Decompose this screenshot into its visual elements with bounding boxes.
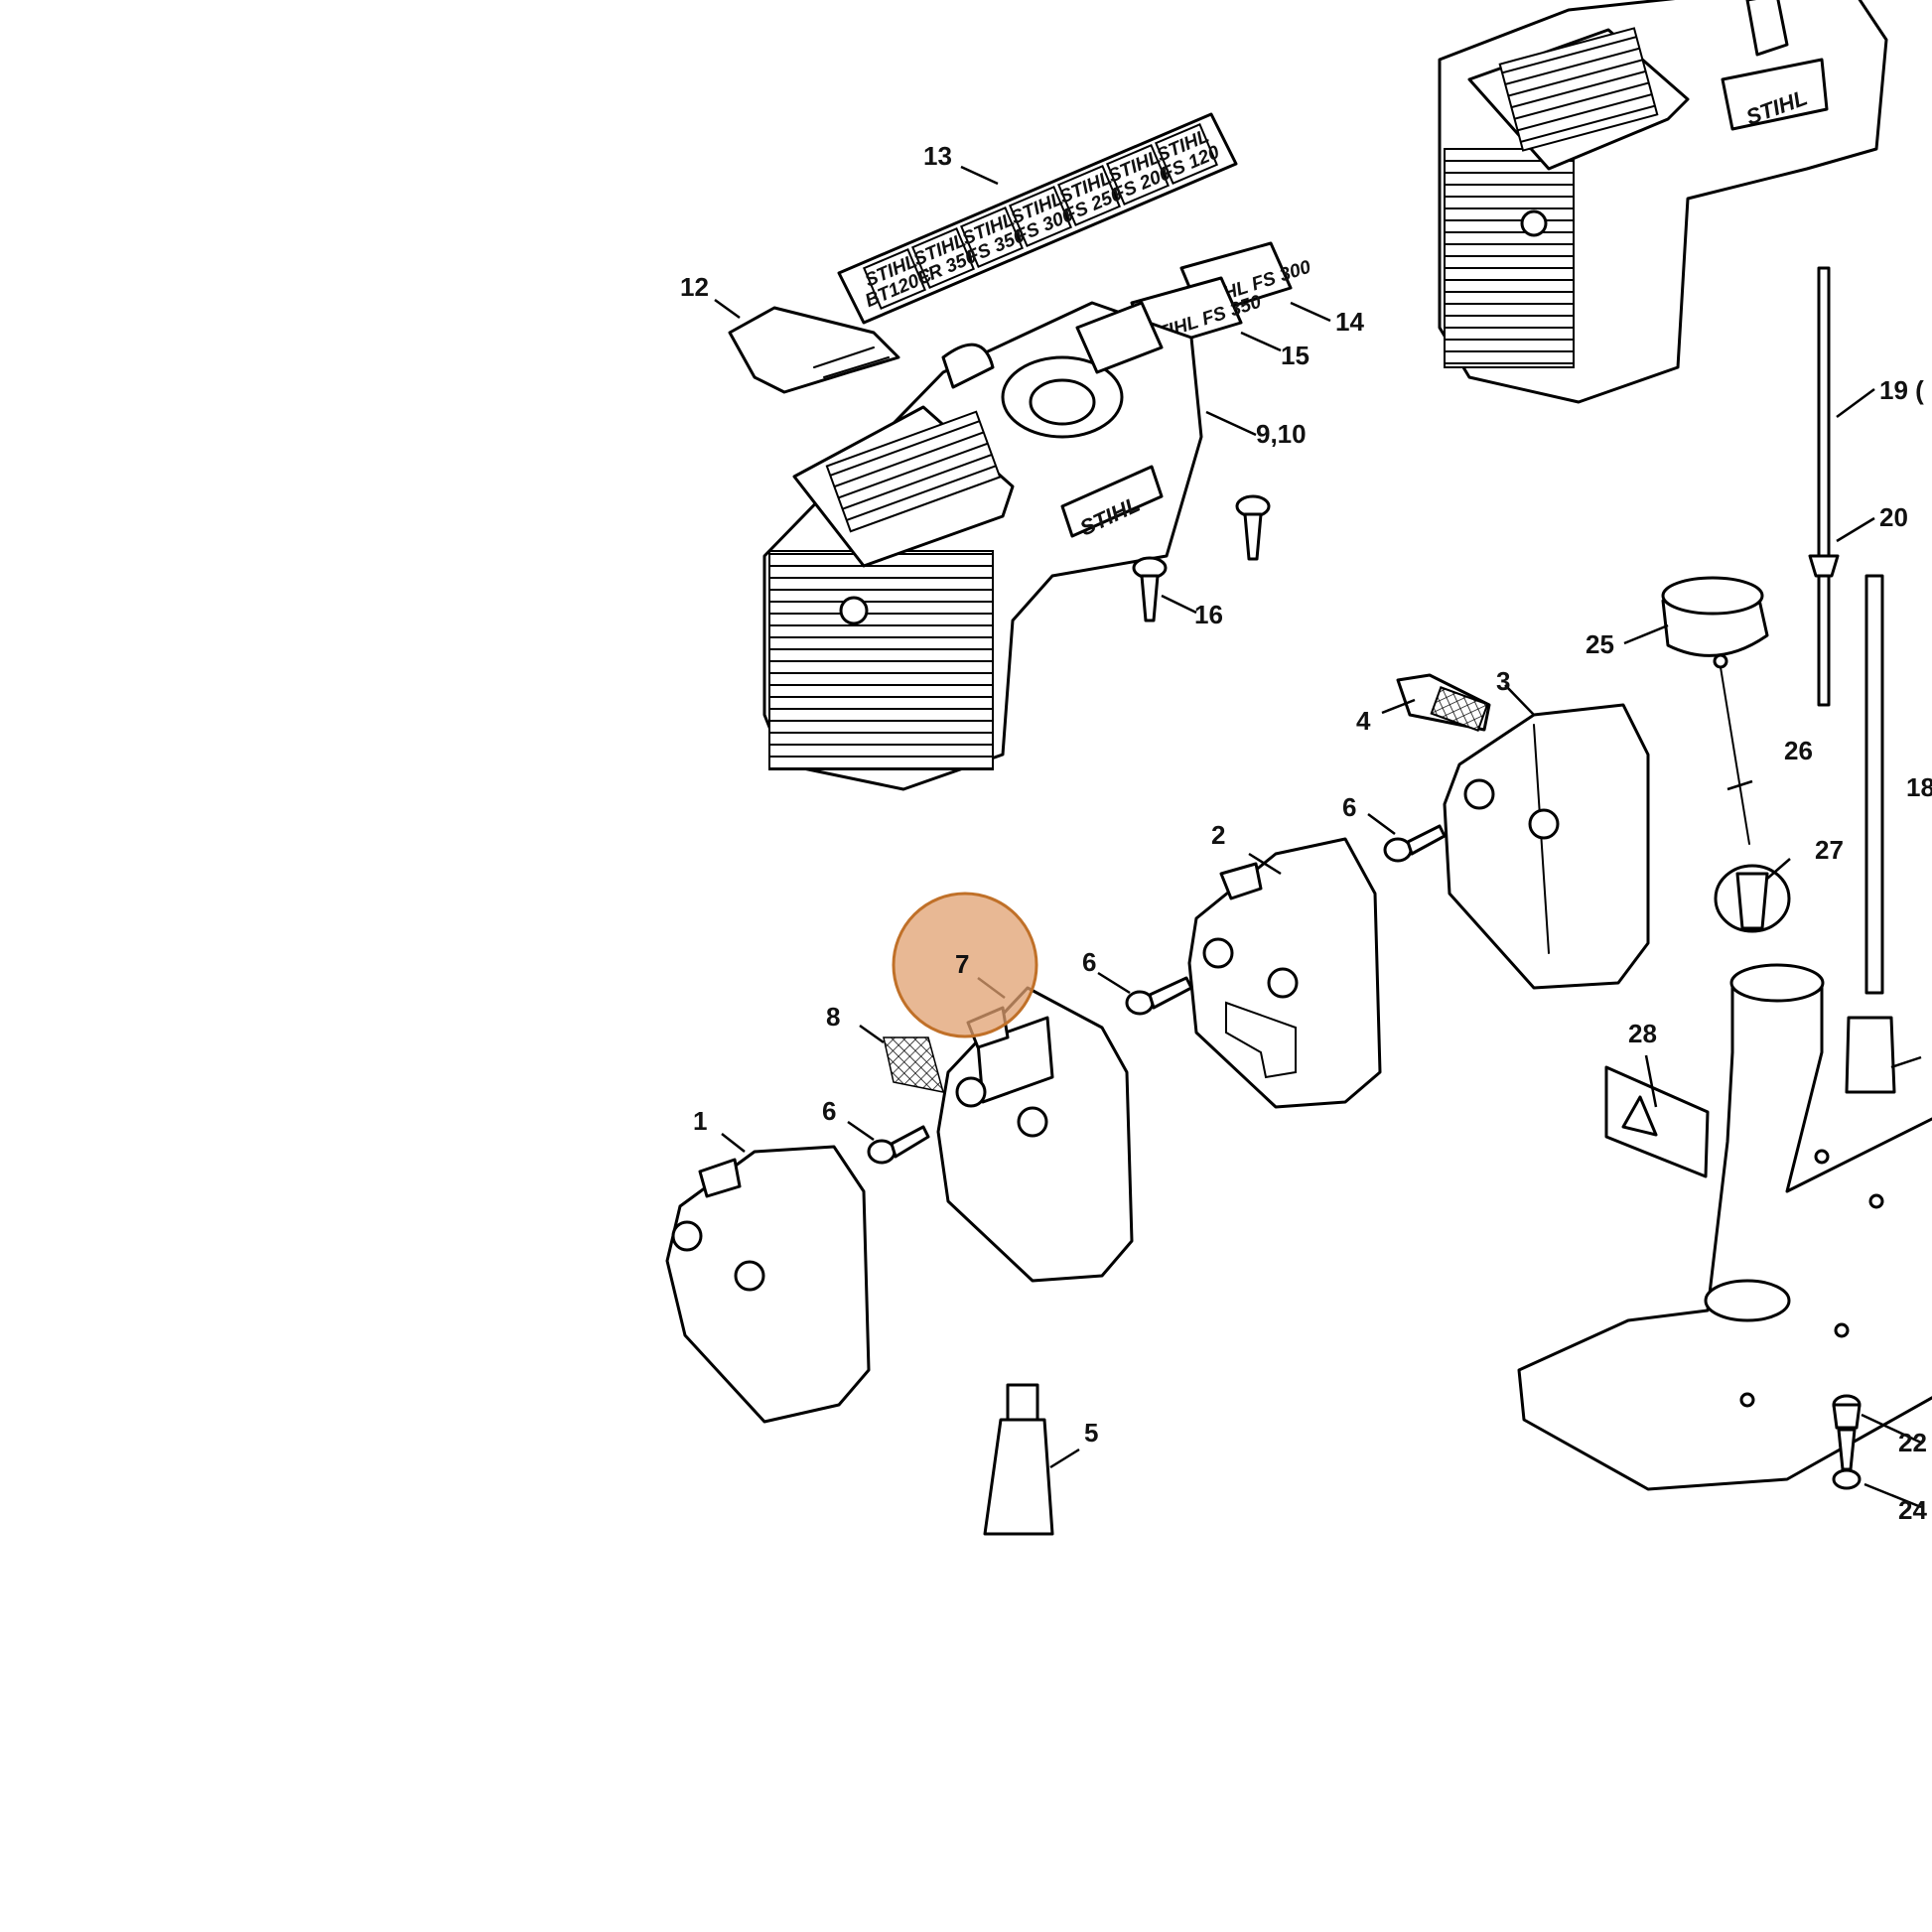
- part-22-bushing: [1832, 1394, 1862, 1430]
- callout-9-10: 9,10: [1256, 419, 1307, 449]
- highlight-circle-7[interactable]: [892, 892, 1038, 1038]
- callout-15: 15: [1281, 341, 1310, 370]
- screw-16a: [1132, 556, 1168, 622]
- part-4-spark-arrestor: [1396, 673, 1491, 732]
- callout-5: 5: [1084, 1418, 1098, 1448]
- callout-12: 12: [680, 272, 709, 302]
- part-2-muffler: [1187, 837, 1382, 1109]
- part-19-tube: [1817, 266, 1831, 707]
- callout-13: 13: [923, 141, 952, 171]
- callout-22: 22: [1898, 1428, 1927, 1457]
- part-9-10-shroud: STIHL: [762, 301, 1203, 791]
- part-5-paste-tube: [983, 1383, 1054, 1536]
- callout-7: 7: [955, 949, 969, 979]
- part-8-screen: [883, 1036, 945, 1093]
- callout-8: 8: [826, 1002, 840, 1032]
- part-3-muffler: [1443, 703, 1650, 990]
- part-24-screw: [1832, 1428, 1862, 1490]
- part-25-fuel-cap: [1661, 576, 1769, 669]
- callout-1: 1: [693, 1106, 707, 1136]
- callout-20: 20: [1879, 502, 1908, 532]
- callout-labels: 13 12 14 15 9,10 16 19 ( 20 25 26 27 18 …: [680, 141, 1932, 1525]
- part-7-muffler: [936, 986, 1134, 1283]
- callout-4: 4: [1356, 706, 1371, 736]
- fuel-tank: [1517, 963, 1932, 1491]
- part-26-tether: [1720, 666, 1750, 845]
- part-27-retainer: [1714, 864, 1791, 933]
- callout-6-b: 6: [1342, 792, 1356, 822]
- callout-14: 14: [1335, 307, 1364, 337]
- shroud-top-right: STIHL: [1438, 0, 1888, 404]
- callout-25: 25: [1586, 629, 1614, 659]
- callout-2: 2: [1211, 820, 1225, 850]
- screw-6a: [1125, 976, 1193, 1016]
- callout-18: 18: [1906, 772, 1932, 802]
- callout-28: 28: [1628, 1019, 1657, 1048]
- callout-16: 16: [1194, 600, 1223, 629]
- part-18-fuel-hose: [1845, 574, 1896, 1094]
- callout-3: 3: [1496, 666, 1510, 696]
- callout-6-a: 6: [1082, 947, 1096, 977]
- part-12-cap: [728, 306, 900, 394]
- callout-27: 27: [1815, 835, 1844, 865]
- screw-6b: [1383, 824, 1447, 863]
- screw-6c: [867, 1125, 930, 1165]
- part-28-warning-label: [1604, 1065, 1710, 1178]
- callout-19: 19 (: [1879, 375, 1924, 405]
- part-20-grommet: [1808, 554, 1840, 578]
- screw-16b: [1235, 494, 1271, 561]
- callout-26: 26: [1784, 736, 1813, 765]
- callout-6-c: 6: [822, 1096, 836, 1126]
- part-1-muffler: [665, 1145, 871, 1424]
- callout-24: 24: [1898, 1495, 1927, 1525]
